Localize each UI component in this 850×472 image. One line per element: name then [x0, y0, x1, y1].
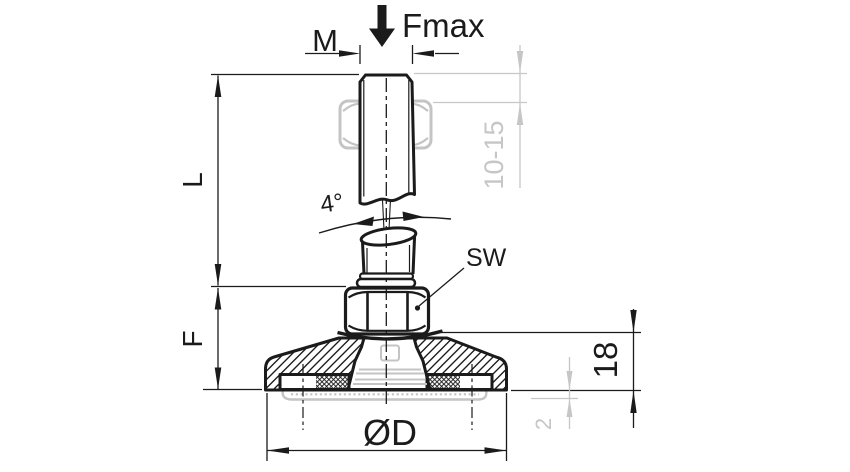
force-arrow-shaft [377, 5, 387, 29]
nut-face-lines [366, 292, 409, 330]
pad-protrusion-label: 2 [531, 418, 556, 430]
wrench-size-annotation: SW [414, 244, 507, 311]
thread-size-dim: M [305, 23, 459, 64]
spherical-washer [337, 329, 443, 341]
tilt-angle-label: 4° [319, 189, 345, 219]
arrow-left-icon [267, 447, 289, 454]
base-diameter-label: ØD [363, 412, 417, 453]
leader-dot-icon [414, 305, 421, 311]
base-height-dim: 18 [437, 309, 641, 428]
arrow-left-icon [412, 50, 434, 57]
base-height-label: 18 [587, 342, 624, 379]
arrow-up-icon [566, 398, 573, 417]
force-label: Fmax [402, 7, 485, 44]
arrow-left-icon [353, 216, 374, 226]
rubber-pad-section-left [316, 375, 349, 390]
foot-height-dim: F [177, 288, 262, 391]
hex-nut [343, 286, 431, 336]
pad-protrusion-dim: 2 [531, 357, 578, 430]
arrow-right-icon [402, 211, 424, 221]
arrow-down-icon [516, 51, 524, 74]
hidden-pad-lines [281, 344, 488, 401]
base-diameter-dim: ØD [266, 393, 508, 461]
arrow-down-icon [566, 371, 573, 390]
arrow-up-icon [214, 288, 222, 310]
arrow-right-icon [339, 50, 360, 57]
hole-centerlines [302, 364, 473, 430]
rubber-pad-section-right [427, 375, 460, 390]
arrow-down-icon [630, 310, 637, 333]
force-arrow-icon [369, 28, 395, 47]
spindle-length-label: L [177, 172, 208, 188]
break-ellipse [359, 226, 418, 247]
thread-engagement-label: 10-15 [479, 120, 509, 189]
arrow-up-icon [516, 102, 524, 125]
arrow-up-icon [214, 75, 222, 97]
threaded-spindle-upper [358, 73, 416, 206]
thread-minor-lines [363, 80, 410, 197]
arrow-up-icon [630, 390, 637, 413]
force-annotation: Fmax [369, 5, 485, 47]
arrow-down-icon [214, 367, 222, 389]
tilt-angle-dim: 4° [319, 189, 452, 234]
nut-chamfer-arcs [347, 290, 427, 332]
arrow-down-icon [214, 264, 222, 286]
threaded-spindle-lower [355, 198, 418, 289]
wrench-size-label: SW [466, 244, 507, 272]
foot-height-label: F [177, 330, 208, 347]
thread-engagement-dim: 10-15 [414, 45, 527, 190]
thread-size-label: M [312, 23, 338, 58]
arrow-right-icon [484, 447, 507, 454]
spindle-length-dim: L [177, 73, 359, 288]
